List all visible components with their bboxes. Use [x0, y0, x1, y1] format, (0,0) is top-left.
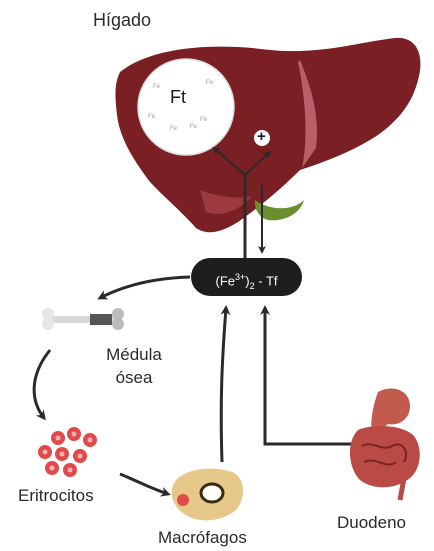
- bone-marrow-label-line1: Médula: [88, 343, 180, 366]
- arrow-marrow-to-erythrocytes: [34, 350, 50, 418]
- stimulation-sign-label: +: [257, 128, 266, 145]
- arrow-duodenum-to-tf: [265, 308, 356, 444]
- ferritin-iron-dot: Fe: [200, 117, 208, 123]
- liver-label: Hígado: [93, 10, 151, 31]
- transferrin-base: (Fe: [216, 273, 236, 288]
- ferritin-iron-dot: Fe: [190, 124, 198, 130]
- ferritin-label: Ft: [170, 87, 186, 108]
- macrophage-icon: [172, 469, 243, 521]
- erythrocytes-label: Eritrocitos: [18, 486, 94, 506]
- ferritin-iron-dot: Fe: [170, 126, 178, 132]
- duodenum-label: Duodeno: [337, 513, 406, 533]
- duodenum-icon: [350, 388, 420, 500]
- ferritin-iron-dot: Fe: [153, 84, 161, 90]
- transferrin-charge: 3+: [235, 272, 245, 282]
- bone-icon: [42, 308, 124, 330]
- arrow-tf-to-marrow: [100, 277, 190, 298]
- erythrocytes-icon: [38, 427, 97, 477]
- ferritin-iron-dot: Fe: [206, 80, 214, 86]
- bone-marrow-label: Médula ósea: [88, 343, 180, 389]
- ferritin-icon: Fe Fe Fe Fe Fe Fe: [138, 59, 234, 155]
- macrophages-label: Macrófagos: [158, 528, 247, 548]
- bone-marrow-label-line2: ósea: [88, 366, 180, 389]
- transferrin-suffix: - Tf: [255, 273, 278, 288]
- arrow-erythrocytes-to-macrophages: [120, 474, 168, 494]
- transferrin-box: (Fe3+)2 - Tf: [191, 258, 302, 296]
- ferritin-iron-dot: Fe: [148, 114, 156, 120]
- arrow-macrophages-to-tf: [221, 308, 226, 462]
